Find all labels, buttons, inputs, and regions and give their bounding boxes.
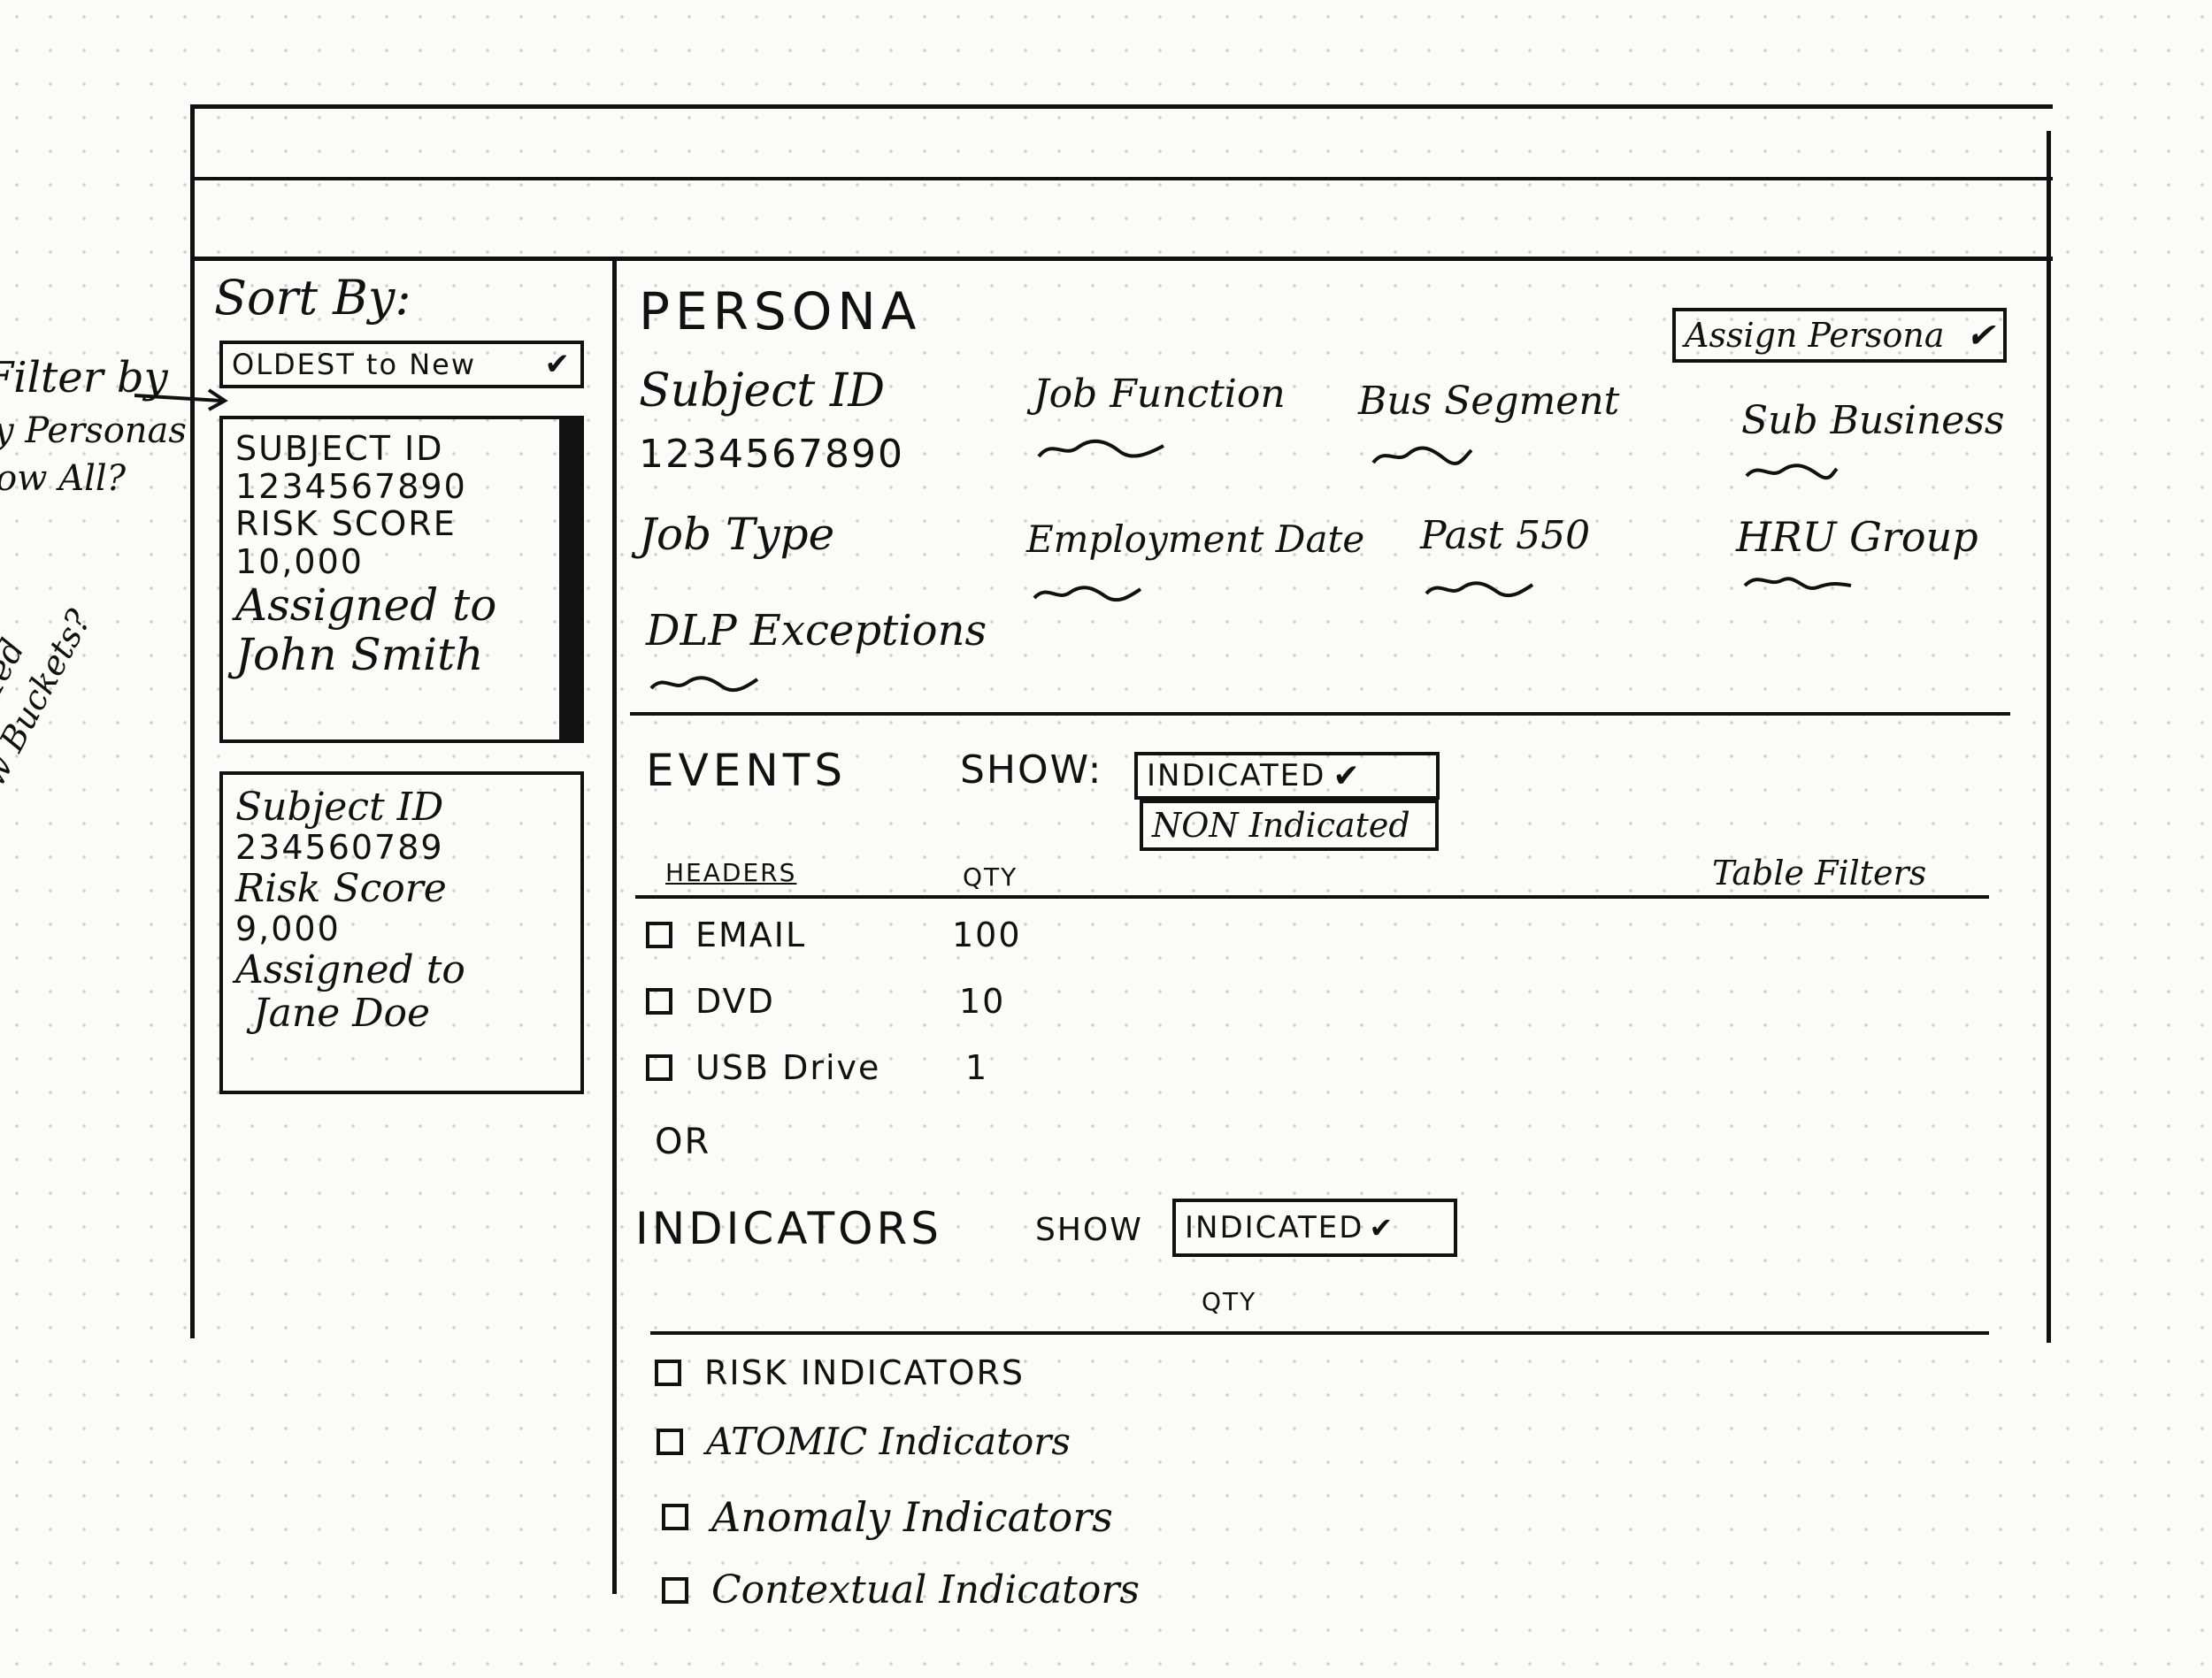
margin-note-filter: Filter by My Personas Show All?: [0, 353, 187, 499]
indicator-checkbox[interactable]: [662, 1504, 688, 1530]
column-header-qty[interactable]: QTY: [963, 862, 1018, 892]
card-line: Risk Score: [235, 865, 447, 911]
list-item[interactable]: RISK INDICATORS: [655, 1353, 1025, 1392]
window-top-border: [190, 104, 2053, 109]
card-line: Assigned to: [235, 946, 465, 992]
subject-id-label: Subject ID: [639, 364, 886, 418]
event-qty: 1: [965, 1048, 989, 1087]
or-separator: OR: [655, 1122, 711, 1162]
event-qty: 100: [952, 916, 1022, 954]
event-name: USB Drive: [695, 1048, 881, 1087]
chevron-down-icon: ✔: [1333, 757, 1362, 794]
table-row[interactable]: EMAIL 100: [646, 916, 1022, 954]
assign-persona-button[interactable]: Assign Persona ✔: [1672, 308, 2007, 363]
events-show-option-label: NON Indicated: [1152, 806, 1410, 845]
chevron-down-icon: ✔: [544, 347, 572, 382]
indicator-name: Contextual Indicators: [711, 1567, 1140, 1613]
indicator-checkbox[interactable]: [657, 1428, 683, 1455]
indicator-checkbox[interactable]: [662, 1576, 688, 1604]
persona-card-1[interactable]: SUBJECT ID 1234567890 RISK SCORE 10,000 …: [219, 416, 584, 743]
events-table-header-line: [635, 895, 1989, 899]
column-header-headers[interactable]: HEADERS: [665, 858, 797, 887]
job-type-label: Job Type: [639, 509, 835, 560]
list-item[interactable]: ATOMIC Indicators: [657, 1420, 1071, 1463]
header-divider-1: [190, 177, 2053, 180]
event-name: EMAIL: [695, 916, 807, 954]
indicators-show-dropdown[interactable]: INDICATED ✔: [1172, 1199, 1457, 1257]
card-line: 10,000: [235, 541, 364, 581]
sidebar-divider: [612, 258, 617, 1594]
persona-divider: [630, 712, 2010, 716]
sort-by-label: Sort By:: [214, 270, 411, 326]
card-scrollbar[interactable]: [559, 416, 582, 743]
table-row[interactable]: USB Drive 1: [646, 1048, 988, 1087]
hru-group-label: HRU Group: [1736, 513, 1978, 561]
events-title: EVENTS: [646, 745, 848, 796]
event-checkbox[interactable]: [646, 988, 672, 1015]
events-show-option-non-indicated[interactable]: NON Indicated: [1140, 800, 1439, 851]
subject-id-value: 1234567890: [639, 432, 904, 477]
placeholder-squiggle: [1037, 439, 1164, 458]
card-line: RISK SCORE: [235, 504, 457, 544]
event-checkbox[interactable]: [646, 1054, 672, 1081]
past-550-label: Past 550: [1420, 513, 1591, 558]
arrow-icon: [134, 388, 228, 411]
job-function-label: Job Function: [1033, 372, 1286, 417]
card-line: Subject ID: [235, 785, 444, 830]
card-line: Jane Doe: [253, 990, 431, 1036]
chevron-down-icon: ✔: [1369, 1211, 1395, 1245]
placeholder-squiggle: [1743, 577, 1852, 591]
placeholder-squiggle: [1745, 464, 1839, 480]
persona-card-2[interactable]: Subject ID 234560789 Risk Score 9,000 As…: [219, 771, 584, 1094]
indicators-table-header-line: [650, 1331, 1989, 1335]
event-qty: 10: [959, 982, 1006, 1021]
events-show-dropdown[interactable]: INDICATED ✔: [1134, 752, 1440, 800]
window-left-border: [190, 104, 195, 1338]
card-line: John Smith: [235, 629, 484, 681]
card-line: SUBJECT ID: [235, 429, 444, 468]
margin-note-buckets: High/Med Low Buckets?: [0, 603, 99, 831]
dlp-exceptions-label: DLP Exceptions: [646, 606, 987, 655]
indicator-name: RISK INDICATORS: [704, 1353, 1025, 1392]
indicators-qty-header[interactable]: QTY: [1202, 1287, 1257, 1316]
placeholder-squiggle: [649, 676, 759, 693]
employment-date-label: Employment Date: [1026, 517, 1365, 561]
indicators-show-label: SHOW: [1035, 1212, 1143, 1248]
card-line: 1234567890: [235, 466, 467, 506]
card-line: Assigned to: [235, 579, 497, 632]
sub-business-label: Sub Business: [1741, 398, 2005, 443]
sort-dropdown-value: OLDEST to New: [232, 348, 476, 381]
card-line: 234560789: [235, 828, 444, 868]
card-line: 9,000: [235, 909, 341, 949]
indicator-name: ATOMIC Indicators: [706, 1420, 1071, 1463]
bus-segment-label: Bus Segment: [1358, 379, 1620, 424]
events-show-selected: INDICATED: [1147, 758, 1326, 793]
table-row[interactable]: DVD 10: [646, 982, 1005, 1021]
indicators-title: INDICATORS: [635, 1203, 943, 1254]
sort-dropdown[interactable]: OLDEST to New ✔: [219, 341, 584, 388]
indicator-checkbox[interactable]: [655, 1360, 681, 1386]
window-right-border: [2047, 131, 2051, 1343]
header-divider-2: [190, 257, 2053, 261]
persona-title: PERSONA: [639, 281, 922, 341]
assign-persona-label: Assign Persona: [1685, 316, 1945, 355]
event-checkbox[interactable]: [646, 922, 672, 948]
chevron-down-icon: ✔: [1966, 316, 1994, 355]
list-item[interactable]: Anomaly Indicators: [662, 1493, 1113, 1541]
placeholder-squiggle: [1425, 581, 1534, 598]
indicator-name: Anomaly Indicators: [711, 1493, 1113, 1541]
list-item[interactable]: Contextual Indicators: [662, 1567, 1140, 1613]
placeholder-squiggle: [1371, 446, 1473, 465]
placeholder-squiggle: [1033, 586, 1142, 602]
table-filters-link[interactable]: Table Filters: [1712, 854, 1927, 893]
indicators-show-selected: INDICATED: [1185, 1210, 1364, 1245]
events-show-label: SHOW:: [960, 747, 1103, 793]
event-name: DVD: [695, 982, 775, 1021]
